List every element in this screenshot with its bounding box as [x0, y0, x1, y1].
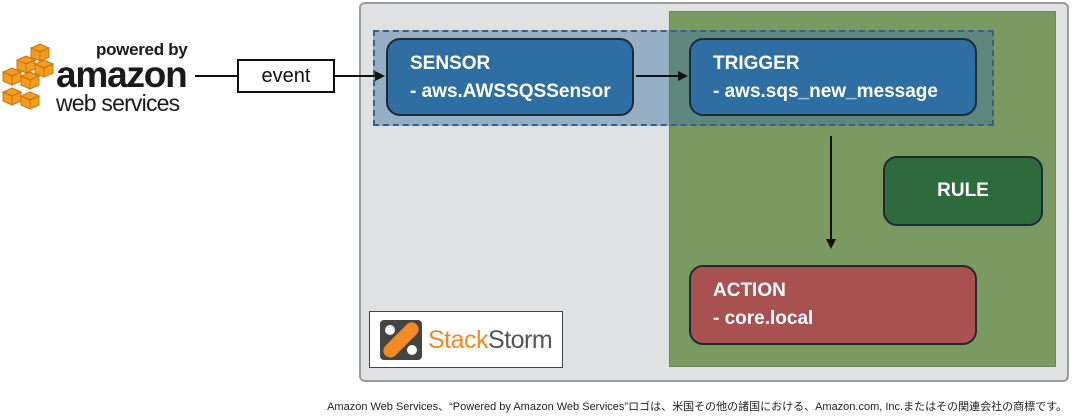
- action-subtitle: - core.local: [713, 308, 814, 329]
- action-node: ACTION - core.local: [689, 265, 977, 345]
- sensor-subtitle: - aws.AWSSQSSensor: [410, 81, 611, 102]
- aws-cubes-icon: [1, 43, 55, 110]
- aws-logo-web-services: web services: [56, 90, 180, 116]
- event-label: event: [261, 64, 311, 87]
- event-label-box: event: [237, 59, 335, 93]
- aws-logo-amazon: amazon: [56, 54, 188, 95]
- sensor-title: SENSOR: [410, 53, 491, 74]
- stackstorm-logo: StackStorm: [369, 311, 563, 368]
- aws-logo: powered by amazon web services: [0, 40, 195, 118]
- stackstorm-word-stack: Stack: [428, 326, 489, 354]
- action-title: ACTION: [713, 280, 786, 301]
- trademark-footnote: Amazon Web Services、“Powered by Amazon W…: [327, 401, 1067, 413]
- aws-logo-powered-by: powered by: [96, 40, 188, 59]
- trigger-node: TRIGGER - aws.sqs_new_message: [689, 38, 977, 116]
- rule-title: RULE: [937, 180, 989, 201]
- stackstorm-wordmark: StackStorm: [428, 326, 553, 355]
- trigger-title: TRIGGER: [713, 53, 800, 74]
- trigger-subtitle: - aws.sqs_new_message: [713, 81, 938, 102]
- sensor-node: SENSOR - aws.AWSSQSSensor: [386, 38, 634, 116]
- rule-node: RULE: [883, 156, 1043, 226]
- stackstorm-mark-icon: [380, 320, 422, 360]
- stackstorm-word-storm: Storm: [488, 326, 553, 354]
